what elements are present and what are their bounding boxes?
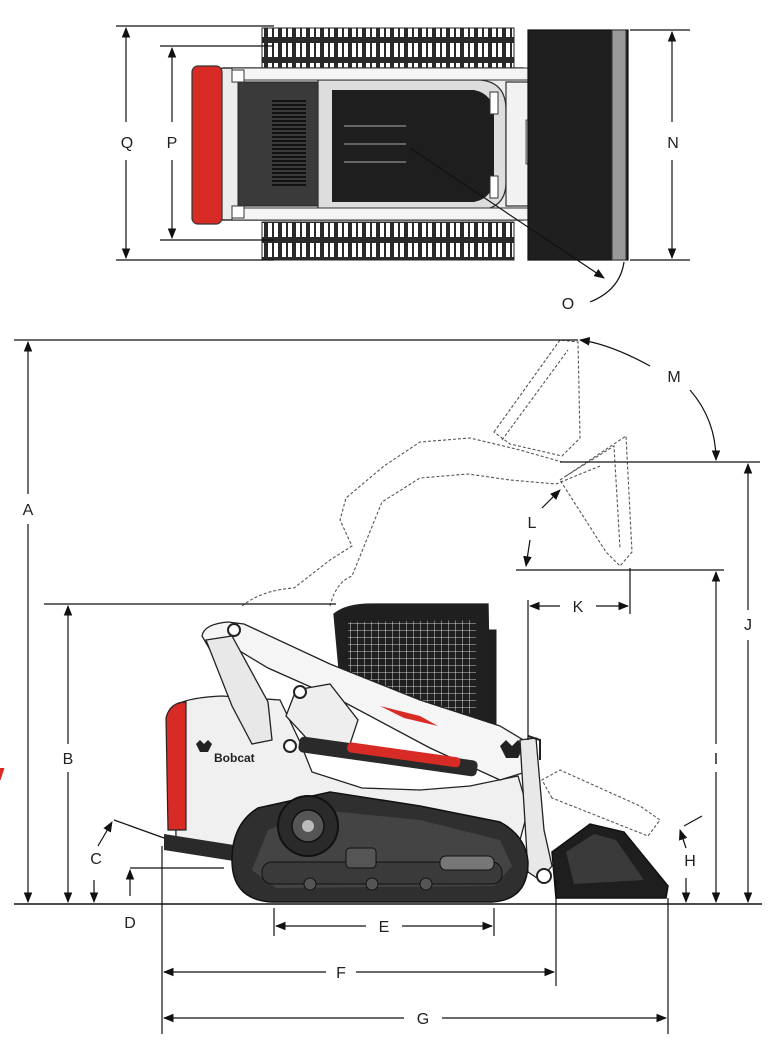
front-handle xyxy=(527,735,541,760)
bobcat-logo-icon xyxy=(196,740,524,758)
dim-label-q: Q xyxy=(121,135,133,152)
dim-label-j: J xyxy=(744,617,752,634)
arm-red-stripe xyxy=(380,706,438,726)
dim-label-p: P xyxy=(167,135,178,152)
pivot-pin xyxy=(227,623,241,637)
dim-label-a: A xyxy=(23,502,34,519)
top-engine-vents xyxy=(272,100,306,188)
dim-label-d: D xyxy=(124,915,136,932)
dim-label-f: F xyxy=(336,965,346,982)
decal-red-bar xyxy=(0,768,5,780)
rear-red-panel xyxy=(165,701,187,831)
track-roller-guard xyxy=(439,855,495,871)
dim-label-k: K xyxy=(573,599,584,616)
cab-rear-post xyxy=(483,629,497,727)
top-bucket xyxy=(527,29,629,261)
dim-label-n: N xyxy=(667,135,679,152)
top-hinge-left xyxy=(231,205,245,219)
dim-label-m: M xyxy=(667,369,680,386)
dim-label-l: L xyxy=(528,515,537,532)
side-view-machine: Bobcat xyxy=(0,603,669,903)
dim-label-b: B xyxy=(63,751,74,768)
top-hinge-right xyxy=(489,175,499,199)
top-hinge-left xyxy=(231,69,245,83)
top-view xyxy=(116,25,690,303)
bucket-inner-edge xyxy=(566,834,644,884)
track-roller xyxy=(303,877,317,891)
top-lift-arm-upper xyxy=(231,67,533,81)
top-bucket-edge xyxy=(611,29,627,261)
cab-cage xyxy=(348,620,476,720)
top-cab-window xyxy=(332,90,494,202)
bucket-pivot-pin xyxy=(536,868,552,884)
dim-label-o: O xyxy=(562,296,574,313)
dim-label-i: I xyxy=(714,751,718,768)
track-roller-guard xyxy=(345,847,377,869)
pivot-pin xyxy=(283,739,297,753)
top-track-lower xyxy=(261,221,515,261)
dim-label-e: E xyxy=(379,919,390,936)
track-roller xyxy=(365,877,379,891)
pivot-pin xyxy=(293,685,307,699)
side-dimension-lines xyxy=(14,337,760,1034)
top-hinge-right xyxy=(489,91,499,115)
raised-lift-arm-ghost xyxy=(241,339,661,837)
hydraulic-rod xyxy=(347,742,461,768)
top-rear-counterweight xyxy=(191,65,223,225)
top-track-upper xyxy=(261,27,515,69)
track-roller xyxy=(419,877,433,891)
dim-label-h: H xyxy=(684,853,696,870)
top-lift-arm-lower xyxy=(231,207,533,221)
brand-logo-text: Bobcat xyxy=(214,751,255,765)
track-drive-center xyxy=(302,820,314,832)
dim-label-c: C xyxy=(90,851,102,868)
dim-label-g: G xyxy=(417,1011,429,1028)
